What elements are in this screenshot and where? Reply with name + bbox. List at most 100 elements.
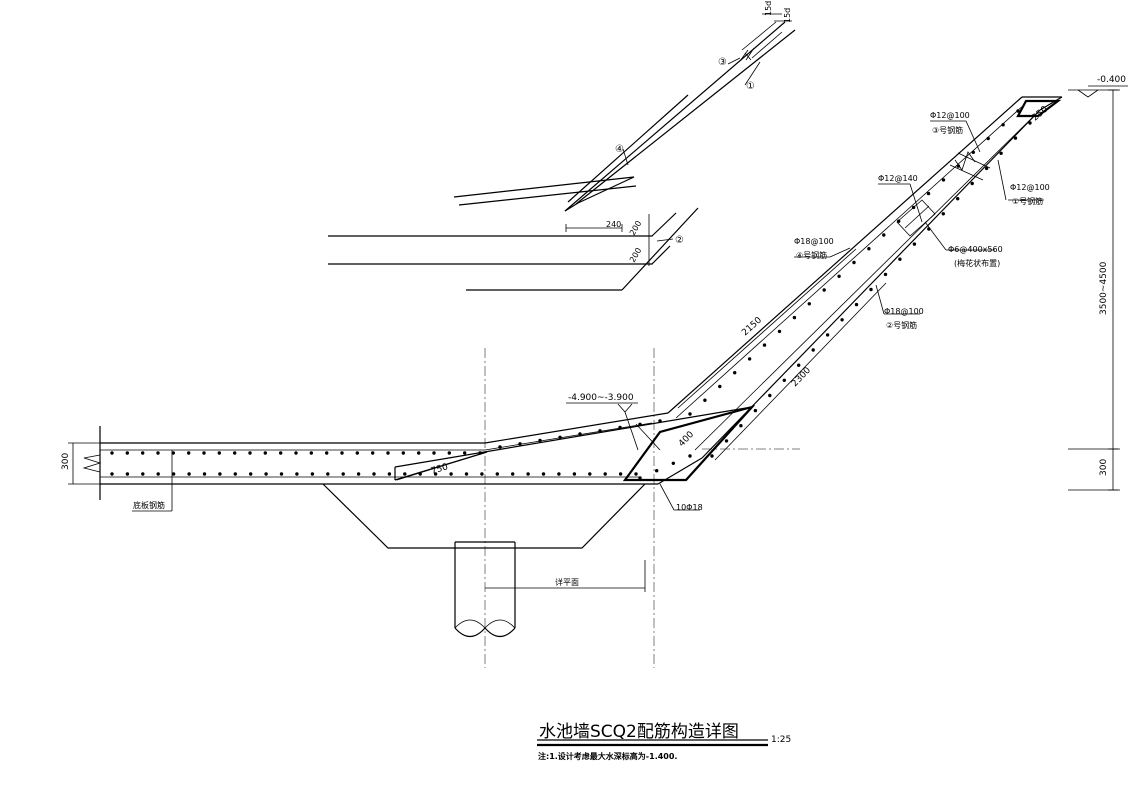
rebar-dot	[956, 164, 961, 168]
drawing-note: 注:1.设计考虑最大水深标高为-1.400.	[538, 751, 677, 761]
rebar-dot	[768, 393, 772, 398]
rebar-dot	[141, 451, 145, 455]
main-labels: -0.400 3500~4500 300 300 250 2150 2300 4…	[61, 75, 1126, 761]
rebar-dot	[970, 181, 974, 186]
rebar-dot	[747, 357, 752, 361]
rebar-dot	[724, 439, 729, 443]
r1-spec: Φ12@100	[1010, 183, 1050, 192]
drawing-title: 水池墙SCQ2配筋构造详图	[539, 722, 739, 742]
drawing-scale: 1:25	[771, 735, 791, 745]
tie-spec: Φ12@140	[878, 174, 918, 183]
rebar-dot	[912, 242, 917, 246]
rebar-dot	[417, 451, 421, 455]
dim-haunch: 400	[677, 430, 696, 450]
rebar-dot	[971, 150, 975, 154]
rebar-dot	[372, 472, 376, 476]
dim-outer-length: 2150	[740, 315, 764, 338]
dim-vertical-height: 3500~4500	[1099, 261, 1109, 315]
rebar-dot	[956, 197, 960, 201]
r1-name: ①号钢筋	[1012, 196, 1043, 206]
elevation-top: -0.400	[1097, 75, 1126, 85]
rebar-dot	[295, 472, 299, 476]
rebar-dot	[634, 472, 638, 476]
rebar-dot	[371, 451, 375, 455]
rebar-dot	[538, 438, 542, 443]
rebar-dot	[811, 348, 815, 352]
dim-slab-right: 300	[1099, 459, 1109, 476]
rebar-dot	[869, 287, 873, 292]
rebar-dot	[187, 451, 191, 455]
rebar-dot	[387, 472, 392, 476]
rebar-dot	[703, 398, 707, 402]
rebar-dot	[638, 422, 642, 426]
rebar-dot	[340, 451, 344, 455]
rebar-dot	[792, 315, 797, 320]
rebar-dots	[110, 109, 1032, 480]
rebar-dot	[356, 472, 361, 476]
rebar-dot	[125, 451, 129, 455]
rebar-dot	[867, 247, 871, 251]
rebar-dot	[598, 429, 602, 433]
rebar-dot	[141, 472, 145, 476]
r4-spec: Φ18@100	[794, 237, 834, 246]
rebar-dot	[733, 371, 737, 375]
rebar-dot	[941, 178, 946, 182]
rebar-dot	[294, 451, 298, 455]
rebar-dot	[671, 461, 675, 465]
rebar-dot	[1028, 121, 1032, 125]
dim-wall-top: 250	[1031, 104, 1051, 123]
stirrup-spec: Φ6@400x560	[948, 245, 1003, 254]
rebar-dot	[807, 302, 811, 306]
dim-200-b: 200	[628, 246, 643, 264]
rebar-dot	[618, 425, 622, 430]
rebar-dot	[557, 472, 561, 476]
rebar-dot	[882, 233, 886, 237]
dim-240: 240	[606, 220, 621, 229]
rebar-dot	[518, 442, 522, 446]
rebar-dot	[433, 472, 438, 476]
rebar-dot	[655, 469, 659, 473]
rebar-dot	[310, 472, 315, 476]
rebar-dot	[233, 451, 237, 455]
rebar-dot	[202, 451, 206, 455]
rebar-dot	[572, 472, 577, 476]
corner-bars: 10Φ18	[676, 503, 703, 512]
rebar-dot	[797, 363, 801, 367]
inset-mark-3: ③	[718, 57, 727, 68]
inset-mark-1: ①	[746, 81, 755, 92]
r3-spec: Φ12@100	[930, 111, 970, 120]
rebar-dot	[495, 472, 499, 476]
rebar-dot	[941, 212, 945, 216]
wall-section	[82, 96, 1063, 668]
dim-200-a: 200	[628, 219, 643, 237]
rebar-dot	[999, 151, 1003, 155]
rebar-dot	[326, 472, 330, 476]
rebar-dot	[840, 318, 844, 322]
rebar-dot	[279, 472, 284, 476]
rebar-dot	[638, 476, 642, 480]
r3-name: ③号钢筋	[932, 125, 963, 135]
dim-slab-left: 300	[61, 453, 71, 470]
rebar-dot	[558, 435, 562, 439]
rebar-dot	[309, 451, 313, 455]
rebar-dot	[218, 472, 222, 476]
rebar-dot	[279, 451, 283, 455]
rebar-dot	[463, 451, 467, 455]
rebar-dot	[782, 378, 786, 382]
rebar-dot	[753, 408, 758, 413]
rebar-dot	[202, 472, 207, 476]
rebar-dot	[578, 432, 582, 436]
dim-haunch-length: 750	[430, 462, 450, 477]
rebar-dot	[449, 472, 453, 476]
rebar-dot	[897, 219, 901, 223]
rebar-dot	[986, 136, 990, 141]
rebar-dot	[447, 451, 451, 455]
bottom-slab-rebar: 底板钢筋	[133, 500, 165, 510]
rebar-dot	[898, 257, 902, 261]
rebar-dot	[739, 424, 743, 428]
rebar-dot	[911, 205, 916, 210]
dim-15d-b: 15d	[783, 8, 792, 23]
rebar-dot	[1016, 109, 1020, 113]
rebar-dot	[187, 472, 191, 476]
rebar-dot	[156, 472, 160, 476]
